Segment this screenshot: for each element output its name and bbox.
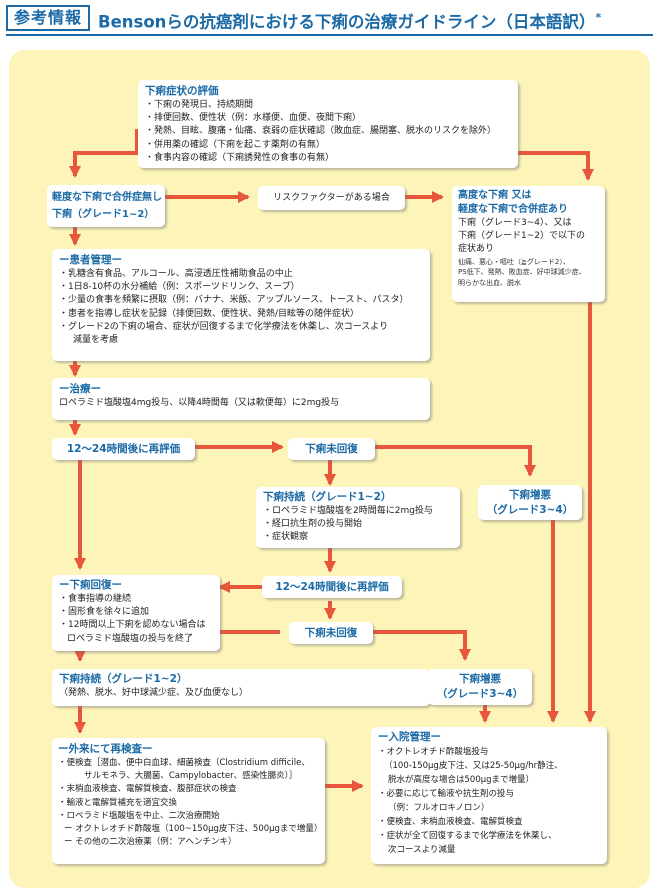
persist-title-2: 下痢持続（グレード1~2） [59, 673, 188, 685]
persist-box-1: 下痢持続（グレード1~2） ・ロペラミド塩酸塩を2時間毎に2mg投与 ・経口抗生… [256, 487, 460, 548]
reevaluate-box-2: 12～24時間後に再評価 [262, 576, 402, 598]
severe-title-1: 高度な下痢 又は [458, 190, 532, 201]
symptom-assessment-box: 下痢症状の評価 ・下痢の発現日、持続期間 ・排便回数、便性状（例：水様便、血便、… [138, 80, 518, 168]
outpatient-retest-list: ・便検査［潜血、便中白血球、細菌検査（Clostridium difficile… [58, 757, 323, 849]
list-item: ・末梢血液検査、電解質検査、腹部症状の検査 [58, 784, 237, 795]
list-item: ・輸液と電解質補充を適宜交換 [58, 797, 178, 808]
symptom-assessment-list: ・下痢の発現日、持続期間 ・排便回数、便性状（例：水様便、血便、夜間下痢） ・発… [145, 99, 511, 165]
list-item: ー その他の二次治療薬（例：アヘンチンキ） [64, 837, 237, 848]
list-item: ・併用薬の確認（下痢を起こす薬剤の有無） [145, 139, 325, 150]
patient-management-box: ー患者管理ー ・乳糖含有食品、アルコール、高浸透圧性補助食品の中止 ・1日8-1… [52, 249, 430, 361]
outpatient-retest-title: ー外来にて再検査ー [58, 743, 153, 755]
page-title: Bensonらの抗癌剤における下痢の治療ガイドライン（日本語訳）* [98, 11, 602, 32]
persist-title-1: 下痢持続（グレード1~2） [263, 491, 392, 503]
list-item: ・下痢の発現日、持続期間 [145, 100, 254, 110]
reference-tag: 参考情報 [6, 5, 90, 31]
list-item: ・経口抗生剤の投与開始 [263, 519, 363, 530]
worsen-label-2: 下痢増悪 [459, 673, 501, 685]
mild-diarrhea-box: 軽度な下痢で合併症無し 下痢（グレード1~2） [47, 185, 165, 227]
inpatient-management-box: ー入院管理ー ・オクトレオチド酢酸塩投与 （100-150μg皮下注、又は25-… [371, 727, 607, 864]
patient-management-title: ー患者管理ー [59, 254, 122, 266]
list-item: ・乳糖含有食品、アルコール、高浸透圧性補助食品の中止 [59, 269, 293, 279]
worsen-grade-1: （グレード3~4） [486, 504, 574, 516]
list-item: ・症状観察 [263, 532, 309, 543]
list-item: ・1日8-10杯の水分補給（例：スポーツドリンク、スープ） [59, 282, 300, 293]
list-item: ・オクトレオチド酢酸塩投与 [378, 747, 489, 757]
severe-symptom-2: PS低下、発熱、敗血症、好中球減少症、 [458, 268, 586, 277]
list-item: ・発熱、目眩、腹痛・仙痛、衰弱の症状確認（敗血症、腸閉塞、脱水のリスクを除外） [145, 126, 497, 137]
list-item: 減量を考慮 [73, 335, 119, 346]
list-item: ・食事指導の継続 [59, 594, 132, 604]
patient-management-list: ・乳糖含有食品、アルコール、高浸透圧性補助食品の中止 ・1日8-10杯の水分補給… [59, 268, 423, 347]
mild-diarrhea-label: 軽度な下痢で合併症無し [52, 192, 162, 203]
reevaluate-box-1: 12～24時間後に再評価 [52, 438, 195, 460]
severe-line-1: 下痢（グレード3~4）、又は [458, 218, 572, 228]
severe-title-2: 軽度な下痢で合併症あり [458, 204, 568, 215]
list-item: ー オクトレオチド酢酸塩（100~150μg皮下注、500μgまで増量） [64, 824, 323, 835]
persist-text-2: （発熱、脱水、好中球減少症、及び血便なし） [59, 688, 249, 698]
unrecovered-box-2: 下痢未回復 [289, 622, 373, 644]
list-item: ・12時間以上下痢を認めない場合は [59, 620, 206, 631]
list-item: ・便検査、末梢血液検査、電解質検査 [378, 817, 523, 827]
list-item: 脱水が高度な場合は500μgまで増量） [388, 775, 535, 785]
worsen-grade-2: （グレード3~4） [436, 688, 524, 700]
severe-symptom-3: 明らかな出血、脱水 [458, 278, 521, 287]
outpatient-retest-box: ー外来にて再検査ー ・便検査［潜血、便中白血球、細菌検査（Clostridium… [52, 738, 325, 864]
symptom-assessment-title: 下痢症状の評価 [145, 85, 219, 97]
unrecovered-label-1: 下痢未回復 [305, 443, 358, 455]
worsen-box-2: 下痢増悪 （グレード3~4） [428, 669, 532, 705]
list-item: ・便検査［潜血、便中白血球、細菌検査（Clostridium difficile… [58, 758, 310, 768]
title-footnote-mark: * [595, 11, 602, 24]
severe-symptom-1: 仙痛、悪心・嘔吐（≧グレード2）、 [458, 257, 570, 266]
reevaluate-label-1: 12～24時間後に再評価 [66, 443, 181, 455]
list-item: ・ロペラミド塩酸塩を2時間毎に2mg投与 [263, 506, 433, 516]
list-item: ロペラミド塩酸塩の投与を終了 [67, 633, 194, 644]
unrecovered-label-2: 下痢未回復 [304, 627, 358, 639]
list-item: ・症状が全て回復するまで化学療法を休薬し、 [378, 831, 557, 841]
list-item: 次コースより減量 [388, 845, 456, 855]
list-item: サルモネラ、大腸菌、Campylobacter、感染性腸炎）］ [84, 771, 298, 782]
severe-line-3: 症状あり [458, 244, 495, 255]
unrecovered-box-1: 下痢未回復 [288, 438, 375, 460]
treatment-box: ー治療ー ロペラミド塩酸塩4mg投与、以降4時間毎（又は軟便毎）に2mg投与 [52, 378, 430, 420]
list-item: ・排便回数、便性状（例：水様便、血便、夜間下痢） [145, 113, 362, 124]
list-item: ・食事内容の確認（下痢誘発性の食事の有無） [145, 152, 335, 163]
treatment-title: ー治療ー [59, 383, 101, 395]
list-item: ・必要に応じて輸液や抗生剤の投与 [378, 789, 515, 799]
recovery-box: ー下痢回復ー ・食事指導の継続 ・固形食を徐々に追加 ・12時間以上下痢を認めな… [52, 575, 220, 651]
inpatient-management-title: ー入院管理ー [378, 731, 441, 743]
list-item: ・固形食を徐々に追加 [59, 607, 150, 618]
list-item: ・ロペラミド塩酸塩を中止、二次治療開始 [58, 810, 220, 821]
severe-line-2: 下痢（グレード1~2）で以下の [458, 231, 585, 242]
list-item: （100-150μg皮下注、又は25-50μg/hr静注、 [384, 761, 563, 771]
worsen-box-1: 下痢増悪 （グレード3~4） [478, 485, 582, 520]
recovery-title: ー下痢回復ー [59, 579, 122, 591]
inpatient-management-list: ・オクトレオチド酢酸塩投与 （100-150μg皮下注、又は25-50μg/hr… [378, 745, 600, 857]
risk-factor-box: リスクファクターがある場合 [258, 186, 405, 210]
mild-grade-label: 下痢（グレード1~2） [52, 209, 155, 220]
persist-list-1: ・ロペラミド塩酸塩を2時間毎に2mg投与 ・経口抗生剤の投与開始 ・症状観察 [263, 505, 453, 545]
list-item: ・患者を指導し症状を記録（排便回数、便性状、発熱/目眩等の随伴症状） [59, 308, 360, 319]
severe-diarrhea-box: 高度な下痢 又は 軽度な下痢で合併症あり 下痢（グレード3~4）、又は 下痢（グ… [452, 186, 605, 302]
risk-factor-label: リスクファクターがある場合 [273, 193, 390, 203]
recovery-list: ・食事指導の継続 ・固形食を徐々に追加 ・12時間以上下痢を認めない場合は ロペ… [59, 593, 213, 646]
reevaluate-label-2: 12～24時間後に再評価 [275, 581, 389, 593]
title-underline [6, 34, 653, 36]
treatment-text: ロペラミド塩酸塩4mg投与、以降4時間毎（又は軟便毎）に2mg投与 [59, 398, 340, 408]
list-item: （例：フルオロキノロン） [388, 803, 490, 813]
worsen-label-1: 下痢増悪 [509, 489, 551, 501]
list-item: ・グレード2の下痢の場合、症状が回復するまで化学療法を休薬し、次コースより [59, 321, 389, 332]
persist-box-2: 下痢持続（グレード1~2） （発熱、脱水、好中球減少症、及び血便なし） [52, 669, 430, 706]
list-item: ・少量の食事を頻繁に摂取（例：バナナ、米飯、アップルソース、トースト、パスタ） [59, 295, 409, 306]
